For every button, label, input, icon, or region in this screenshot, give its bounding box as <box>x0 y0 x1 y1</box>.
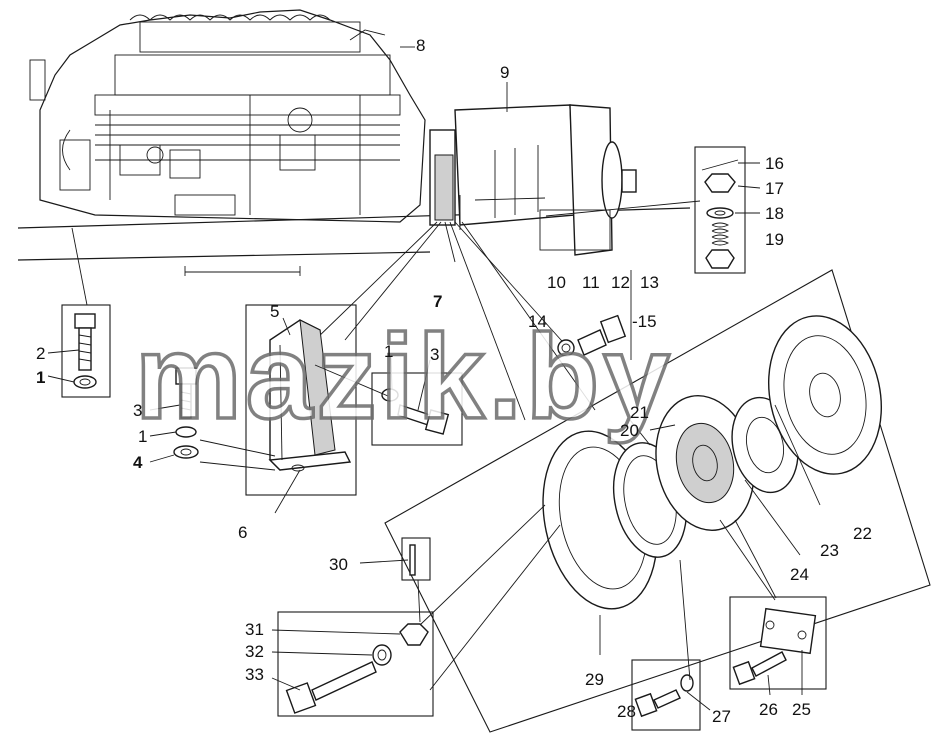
leader-lines <box>71 46 701 421</box>
pin-detail-box <box>359 537 431 623</box>
callout-20: 20 <box>620 421 639 440</box>
callout-25: 25 <box>792 700 811 719</box>
callout-3-box: 3 <box>430 345 439 364</box>
callout-3-bracket: 3 <box>133 401 142 420</box>
callout-28: 28 <box>617 702 636 721</box>
callout-6: 6 <box>238 523 247 542</box>
callout-1-box: 1 <box>384 342 393 361</box>
nut-washer-box <box>694 146 761 274</box>
callout-10: 10 <box>547 273 566 292</box>
bolt-detail-box-bottom <box>631 559 711 731</box>
callout-13: 13 <box>640 273 659 292</box>
callout-24: 24 <box>790 565 809 584</box>
callout-32: 32 <box>245 642 264 661</box>
callout-4: 4 <box>133 453 143 472</box>
callout-7: 7 <box>433 292 442 311</box>
callout-5: 5 <box>270 302 279 321</box>
bolt-14-15 <box>557 314 627 357</box>
callout-11: 11 <box>582 273 600 292</box>
callout-23: 23 <box>820 541 839 560</box>
callout-26: 26 <box>759 700 778 719</box>
callout-19: 19 <box>765 230 784 249</box>
bolt-detail-box-large <box>271 504 561 717</box>
callout-29: 29 <box>585 670 604 689</box>
callout-16: 16 <box>765 154 784 173</box>
callout-12: 12 <box>611 273 630 292</box>
callout-labels: 1 2 1 3 4 5 6 7 1 3 8 9 10 11 12 13 14 -… <box>36 36 872 726</box>
callout-33: 33 <box>245 665 264 684</box>
generator-housing <box>454 104 637 256</box>
bolt-detail-box-left <box>47 304 111 398</box>
callout-27: 27 <box>712 707 731 726</box>
bracket-detail <box>149 304 357 514</box>
callout-22: 22 <box>853 524 872 543</box>
callout-1: 1 <box>36 368 45 387</box>
bolt-detail-box-center <box>314 356 463 446</box>
callout-21: 21 <box>630 403 649 422</box>
coupling-exploded-view <box>384 269 931 733</box>
callout-30: 30 <box>329 555 348 574</box>
callout-15: -15 <box>632 312 657 331</box>
callout-9: 9 <box>500 63 509 82</box>
callout-2: 2 <box>36 344 45 363</box>
callout-17: 17 <box>765 179 784 198</box>
callout-31: 31 <box>245 620 264 639</box>
callout-1-bracket: 1 <box>138 427 147 446</box>
plate-detail-box <box>729 519 827 696</box>
callout-8: 8 <box>416 36 425 55</box>
callout-14: 14 <box>528 312 547 331</box>
watermark-text: mazik.by <box>135 310 674 444</box>
engine-assembly <box>17 9 691 276</box>
callout-18: 18 <box>765 204 784 223</box>
